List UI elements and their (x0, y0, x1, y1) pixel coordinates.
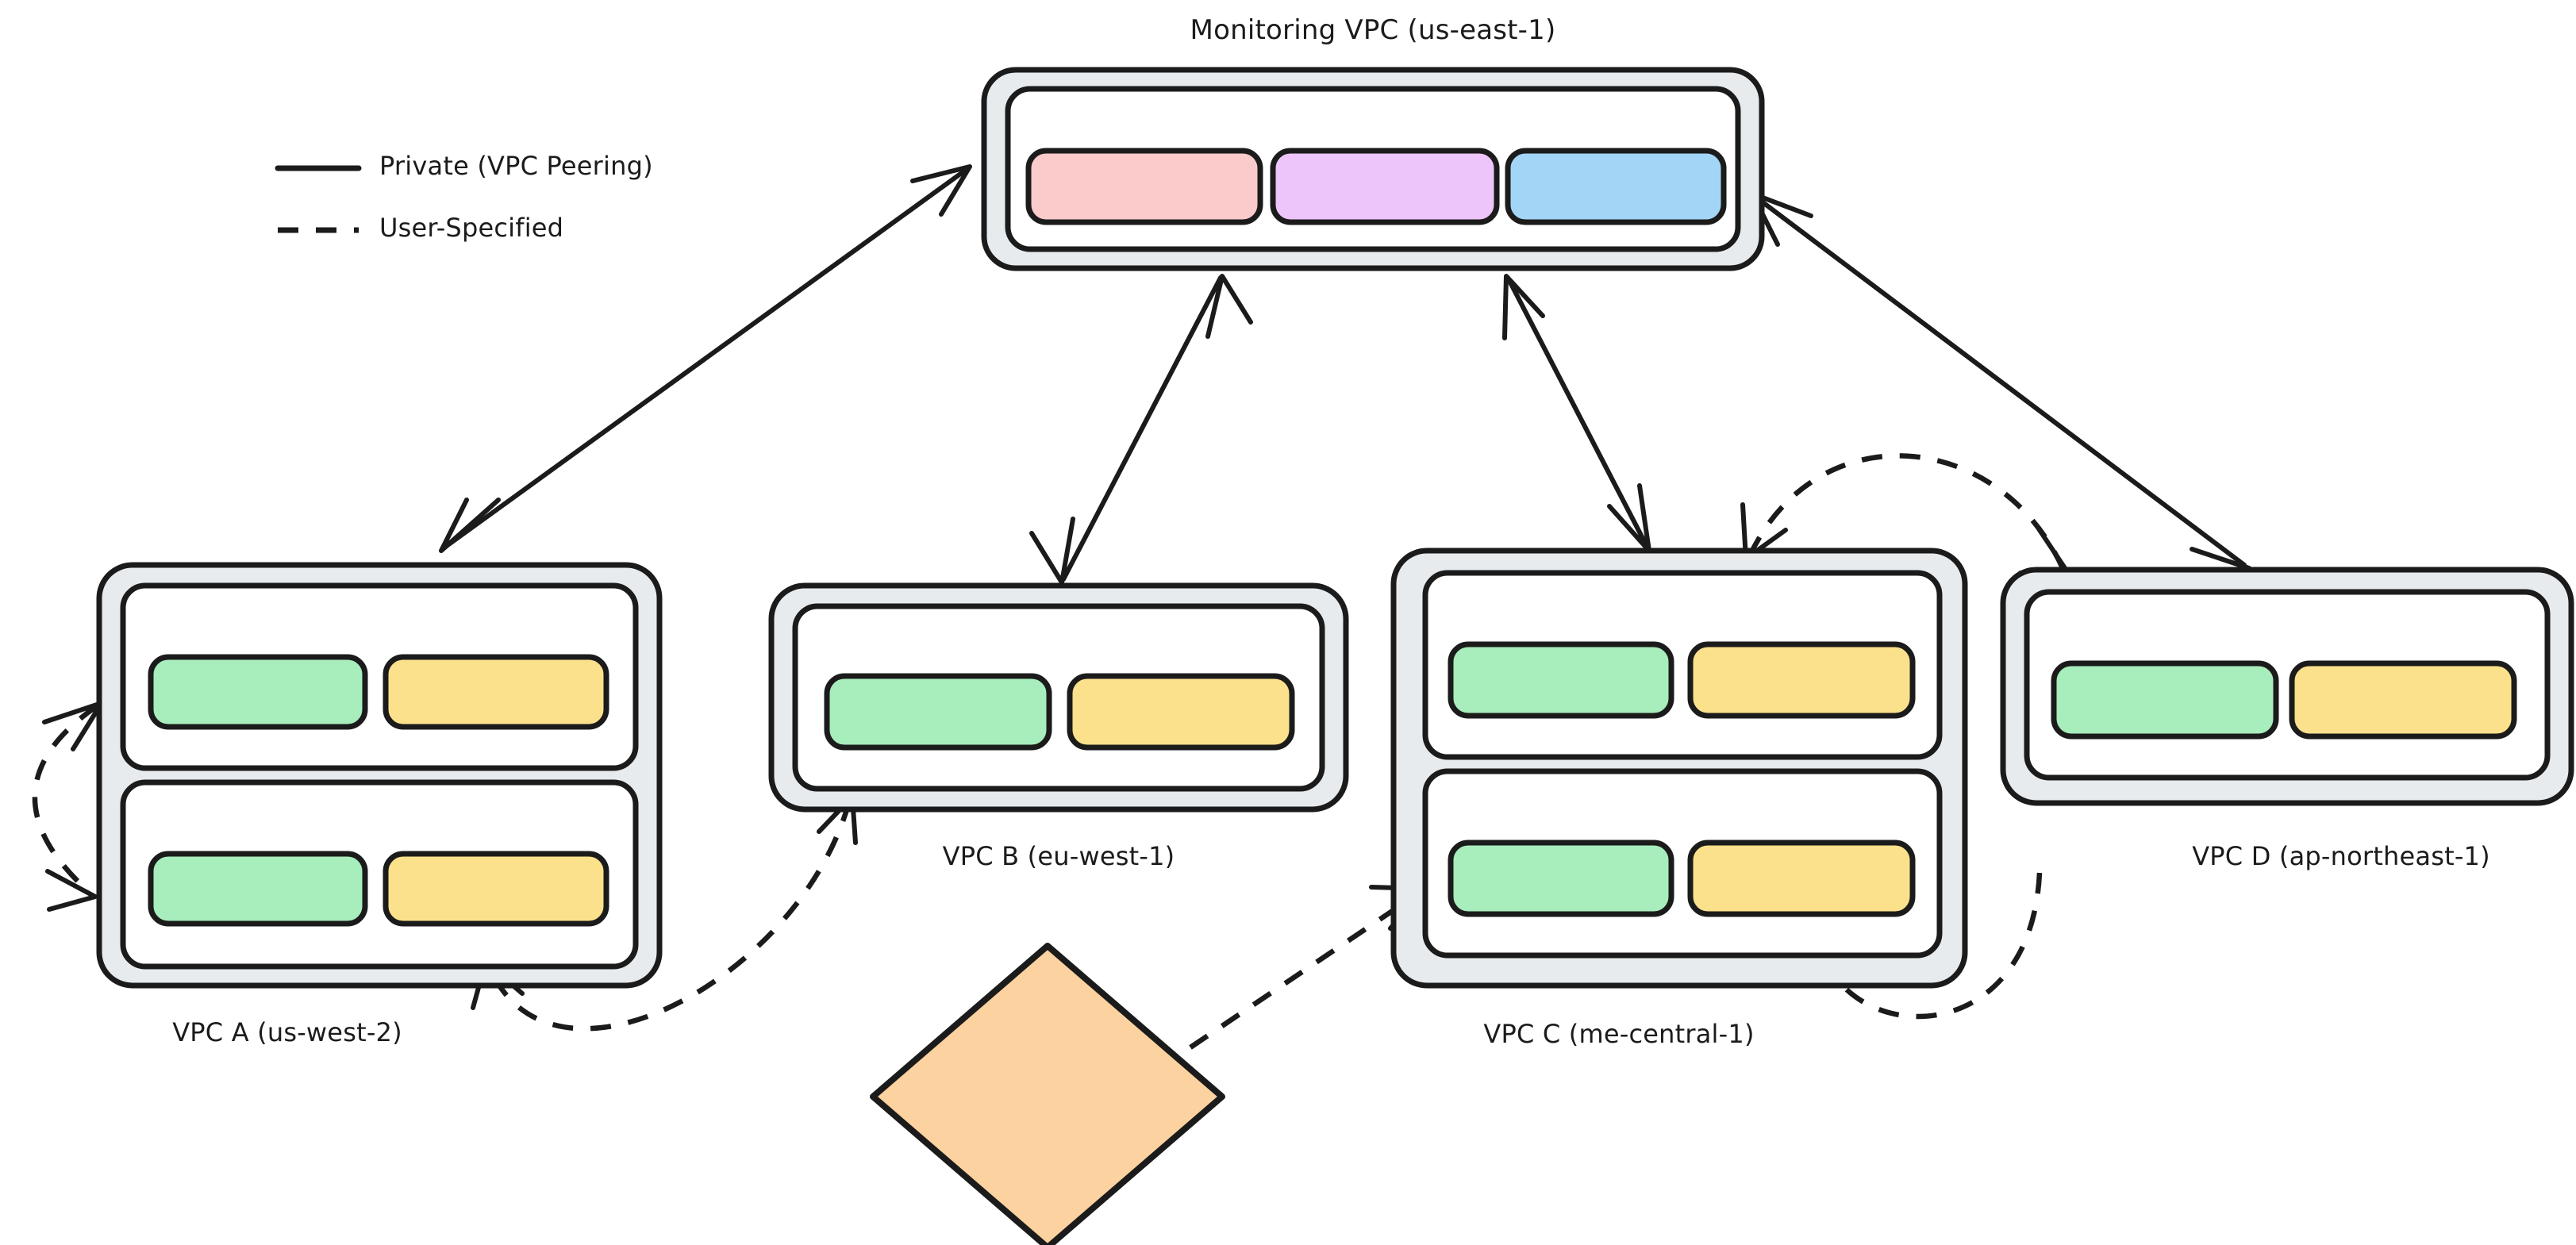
vpc-a-label: VPC A (us-west-2) (172, 1017, 402, 1047)
vpc-a-box[interactable] (96, 562, 663, 989)
legend-label-user-specified: User-Specified (379, 213, 564, 243)
vpc-d-label: VPC D (ap-northeast-1) (2192, 841, 2490, 871)
vpc-d-box[interactable] (2000, 567, 2574, 806)
monitoring-vpc-label: Monitoring VPC (us-east-1) (1190, 14, 1556, 46)
edge-monitoring-vpca (439, 164, 972, 553)
vpc-b-label: VPC B (eu-west-1) (942, 841, 1175, 871)
edge-monitoring-vpcb (1029, 274, 1253, 585)
vpc-c-box[interactable] (1390, 548, 1968, 989)
legend-label-private: Private (VPC Peering) (379, 151, 653, 181)
external-service-node[interactable] (870, 943, 1225, 1245)
vpc-c-label: VPC C (me-central-1) (1483, 1019, 1755, 1049)
vpc-b-box[interactable] (768, 582, 1349, 813)
monitoring-vpc-box[interactable] (981, 67, 1765, 271)
